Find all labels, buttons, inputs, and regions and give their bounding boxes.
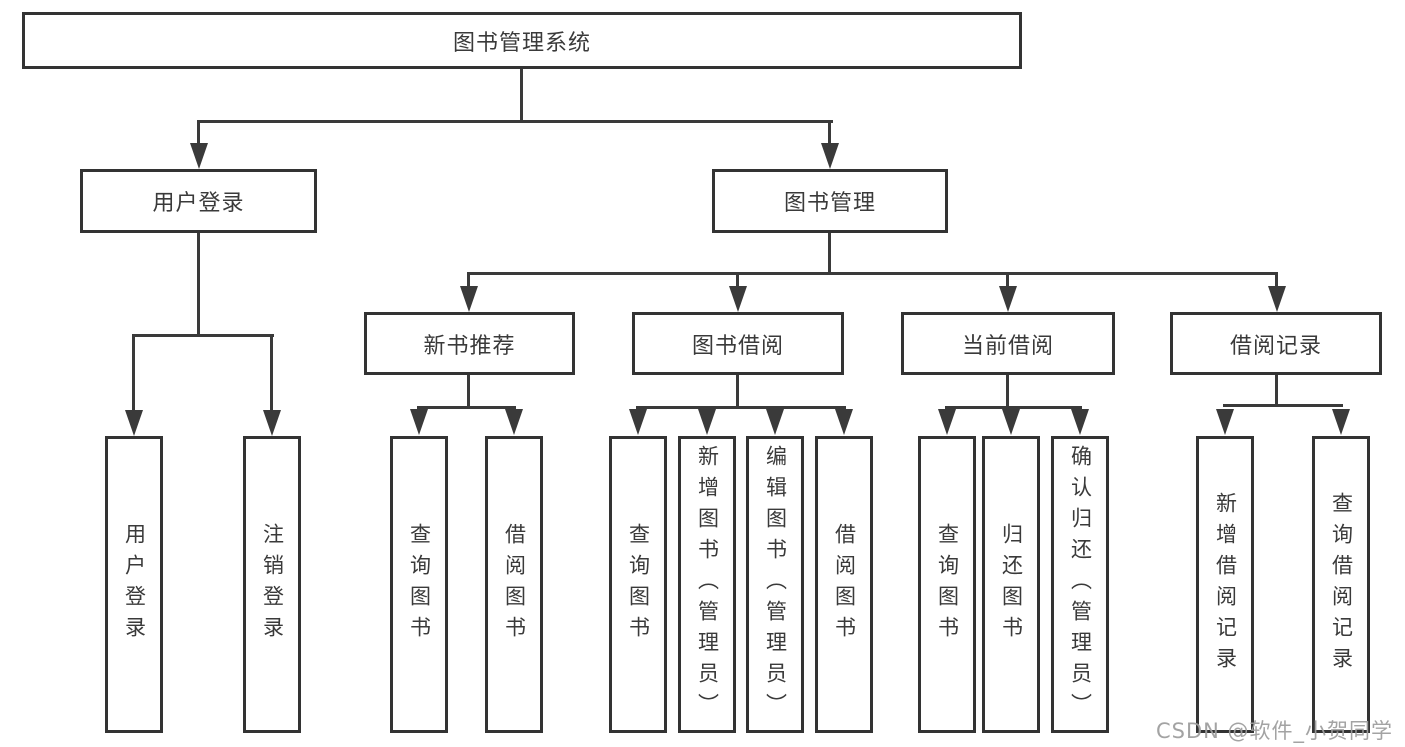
arrowhead-leaf-add-book <box>698 409 716 435</box>
leaf-borrow-book-2: 借阅图书 <box>815 436 873 733</box>
leaf-add-record: 新增借阅记录 <box>1196 436 1254 733</box>
connector-level3-rail <box>467 272 1278 275</box>
connector-arm-leaf-user-login <box>132 334 135 414</box>
arrowhead-leaf-query-book-2 <box>629 409 647 435</box>
leaf-query-book-2: 查询图书 <box>609 436 667 733</box>
node-new-book-recommend-label: 新书推荐 <box>423 333 516 359</box>
node-root: 图书管理系统 <box>22 12 1022 69</box>
leaf-query-book-2-label: 查询图书 <box>626 522 651 647</box>
leaf-add-book-label: 新增图书（管理员） <box>695 445 720 724</box>
leaf-edit-book-label: 编辑图书（管理员） <box>763 445 788 724</box>
node-new-book-recommend: 新书推荐 <box>364 312 575 375</box>
connector-book-borrow-rail <box>636 406 846 409</box>
connector-level2-rail <box>197 120 833 123</box>
connector-borrow-records-stub <box>1275 375 1278 407</box>
leaf-query-book-3-label: 查询图书 <box>935 522 960 647</box>
leaf-confirm-return: 确认归还（管理员） <box>1051 436 1109 733</box>
node-book-management: 图书管理 <box>712 169 948 233</box>
node-borrow-records-label: 借阅记录 <box>1229 333 1322 359</box>
connector-current-borrow-stub <box>1006 375 1009 409</box>
connector-current-borrow-rail <box>945 406 1082 409</box>
connector-root-stub <box>520 69 523 123</box>
connector-new-book-rail <box>417 406 516 409</box>
leaf-borrow-book-1: 借阅图书 <box>485 436 543 733</box>
leaf-add-book: 新增图书（管理员） <box>678 436 736 733</box>
arrowhead-new-book <box>460 286 478 312</box>
leaf-edit-book: 编辑图书（管理员） <box>746 436 804 733</box>
node-book-management-label: 图书管理 <box>783 191 876 216</box>
arrowhead-leaf-return-book <box>1002 409 1020 435</box>
arrowhead-borrow-records <box>1268 286 1286 312</box>
node-book-borrow-label: 图书借阅 <box>691 333 784 359</box>
arrowhead-leaf-confirm-return <box>1071 409 1089 435</box>
node-root-label: 图书管理系统 <box>452 30 591 56</box>
connector-arm-current-borrow <box>1006 272 1009 290</box>
connector-arm-user-login <box>197 120 200 148</box>
leaf-confirm-return-label: 确认归还（管理员） <box>1068 445 1093 724</box>
leaf-query-record-label: 查询借阅记录 <box>1329 491 1354 678</box>
leaf-query-book-3: 查询图书 <box>918 436 976 733</box>
arrowhead-current-borrow <box>999 286 1017 312</box>
arrowhead-book-management <box>821 143 839 169</box>
connector-user-login-stub <box>197 233 200 337</box>
leaf-add-record-label: 新增借阅记录 <box>1213 491 1238 678</box>
arrowhead-leaf-borrow-book-1 <box>505 409 523 435</box>
node-user-login-label: 用户登录 <box>152 191 245 216</box>
arrowhead-book-borrow <box>729 286 747 312</box>
csdn-watermark: CSDN @软件_小贺同学 <box>1156 719 1394 743</box>
connector-arm-book-borrow <box>736 272 739 290</box>
connector-user-login-rail <box>132 334 274 337</box>
arrowhead-leaf-query-book-3 <box>938 409 956 435</box>
leaf-user-login-label: 用户登录 <box>122 522 147 647</box>
node-current-borrow: 当前借阅 <box>901 312 1115 375</box>
connector-new-book-stub <box>467 375 470 409</box>
node-current-borrow-label: 当前借阅 <box>961 333 1054 359</box>
node-book-borrow: 图书借阅 <box>632 312 844 375</box>
leaf-borrow-book-1-label: 借阅图书 <box>502 522 527 647</box>
leaf-query-book-1-label: 查询图书 <box>407 522 432 647</box>
leaf-borrow-book-2-label: 借阅图书 <box>832 522 857 647</box>
arrowhead-leaf-query-book-1 <box>410 409 428 435</box>
connector-borrow-records-rail <box>1223 404 1343 407</box>
arrowhead-leaf-add-record <box>1216 409 1234 435</box>
arrowhead-leaf-user-login <box>125 410 143 436</box>
connector-arm-book-management <box>828 120 831 148</box>
connector-book-borrow-stub <box>736 375 739 409</box>
arrowhead-leaf-borrow-book-2 <box>835 409 853 435</box>
leaf-logout: 注销登录 <box>243 436 301 733</box>
leaf-query-book-1: 查询图书 <box>390 436 448 733</box>
leaf-query-record: 查询借阅记录 <box>1312 436 1370 733</box>
connector-arm-borrow-records <box>1275 272 1278 290</box>
leaf-return-book: 归还图书 <box>982 436 1040 733</box>
connector-arm-leaf-logout <box>270 334 273 414</box>
connector-book-management-stub <box>828 233 831 275</box>
arrowhead-leaf-logout <box>263 410 281 436</box>
arrowhead-user-login <box>190 143 208 169</box>
node-user-login: 用户登录 <box>80 169 317 233</box>
leaf-user-login: 用户登录 <box>105 436 163 733</box>
arrowhead-leaf-edit-book <box>766 409 784 435</box>
arrowhead-leaf-query-record <box>1332 409 1350 435</box>
connector-arm-new-book <box>467 272 470 290</box>
leaf-logout-label: 注销登录 <box>260 522 285 647</box>
leaf-return-book-label: 归还图书 <box>999 522 1024 647</box>
node-borrow-records: 借阅记录 <box>1170 312 1382 375</box>
